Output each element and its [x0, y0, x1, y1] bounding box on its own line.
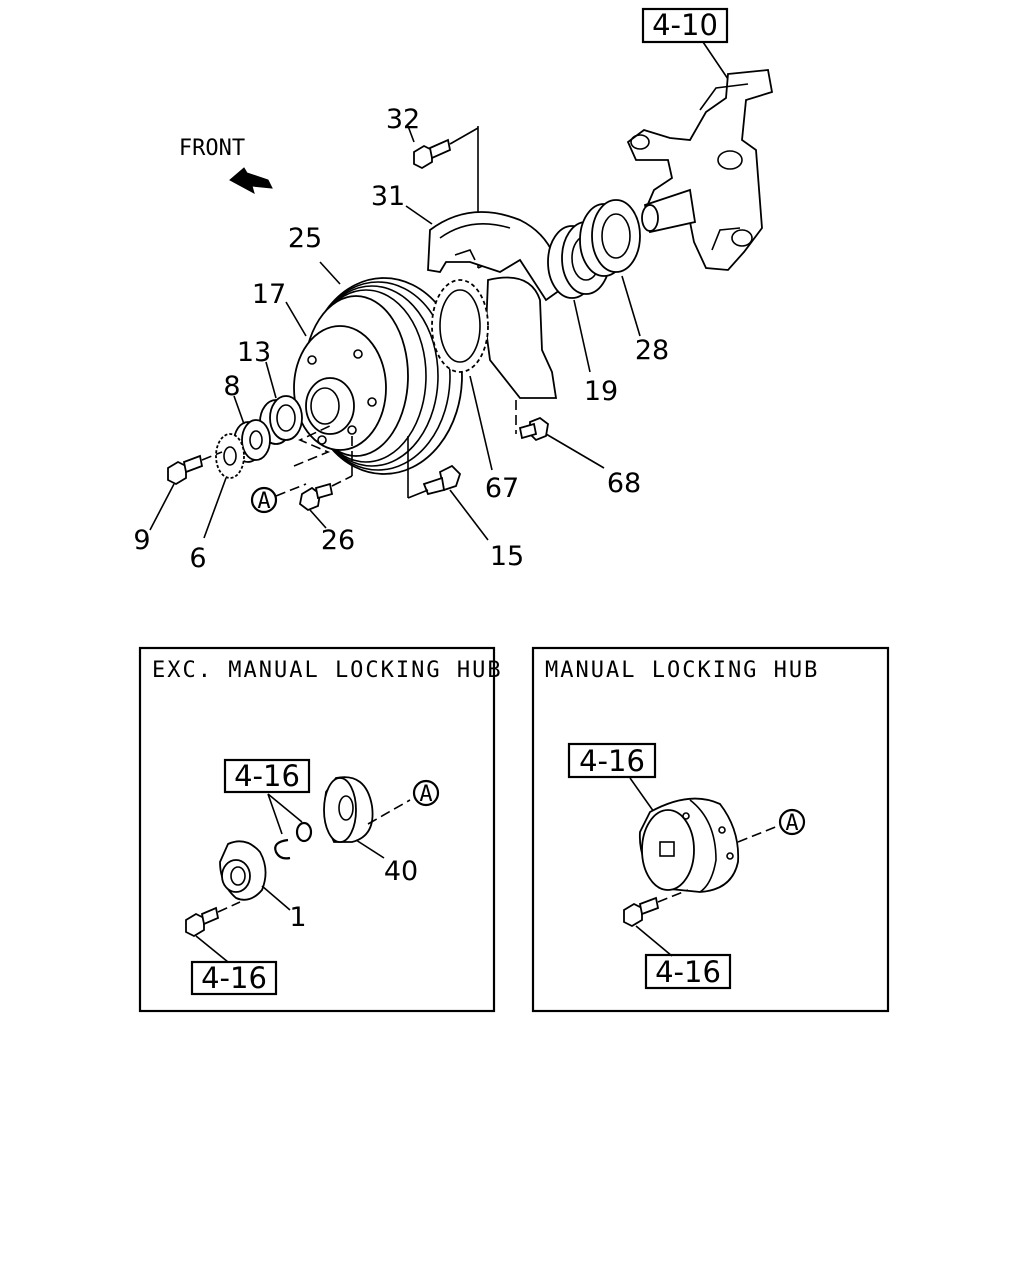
- bolt-68: [518, 416, 549, 442]
- label-8: 8: [223, 371, 240, 402]
- flange-6: [215, 433, 245, 479]
- label-26: 26: [321, 525, 355, 556]
- tone-ring-67: [431, 279, 489, 373]
- bolt-26: [299, 482, 334, 512]
- front-arrow-icon: [229, 167, 273, 195]
- label-68: 68: [607, 468, 641, 499]
- label-40: 40: [384, 856, 418, 887]
- steering-knuckle: [626, 69, 774, 271]
- hub-bolt-15: [422, 464, 462, 496]
- svg-text:4-16: 4-16: [234, 759, 300, 793]
- bolt-9: [167, 454, 204, 486]
- front-label: FRONT: [179, 136, 245, 161]
- panel-manual-locking-hub: MANUAL LOCKING HUB 4-16 A: [531, 646, 890, 1013]
- label-13: 13: [237, 337, 271, 368]
- svg-text:4-16: 4-16: [655, 955, 721, 989]
- label-31: 31: [371, 181, 405, 212]
- svg-text:4-16: 4-16: [579, 744, 645, 778]
- manual-bolt: [623, 896, 660, 928]
- label-19: 19: [584, 376, 618, 407]
- label-28: 28: [635, 335, 669, 366]
- panel-exc-manual-locking-hub: EXC. MANUAL LOCKING HUB 4-16 A 40: [138, 646, 503, 1013]
- dust-shield-31: [427, 211, 561, 399]
- hub-1: [219, 840, 267, 901]
- ref-box-knuckle[interactable]: 4-10: [641, 7, 729, 44]
- panel-exc-title: EXC. MANUAL LOCKING HUB: [152, 658, 503, 683]
- washer: [295, 821, 313, 843]
- label-17: 17: [252, 279, 286, 310]
- label-15: 15: [490, 541, 524, 572]
- label-9: 9: [133, 525, 150, 556]
- label-1: 1: [289, 902, 306, 933]
- snap-ring: [274, 838, 291, 860]
- svg-text:A: A: [419, 782, 432, 807]
- ref-box-manual-bolt[interactable]: 4-16: [644, 953, 732, 990]
- label-25: 25: [288, 223, 322, 254]
- callout-a-exc[interactable]: A: [412, 779, 440, 807]
- ref-box-manual-hub[interactable]: 4-16: [567, 742, 657, 779]
- label-6: 6: [189, 543, 206, 574]
- callout-a-manual[interactable]: A: [778, 808, 806, 836]
- exc-bolt: [185, 906, 220, 938]
- callout-a-main[interactable]: A: [250, 486, 278, 514]
- label-32: 32: [386, 104, 420, 135]
- bearing-28: [579, 199, 641, 277]
- svg-text:4-16: 4-16: [201, 961, 267, 995]
- label-67: 67: [485, 473, 519, 504]
- ref-box-exc-bolt[interactable]: 4-16: [190, 960, 278, 996]
- ref-label-knuckle: 4-10: [652, 8, 718, 42]
- manual-locking-hub: [638, 797, 740, 893]
- ref-box-exc-washer[interactable]: 4-16: [223, 758, 311, 794]
- panel-manual-title: MANUAL LOCKING HUB: [545, 658, 819, 683]
- bolt-32: [413, 138, 452, 170]
- svg-text:A: A: [785, 811, 798, 836]
- drive-flange-40: [323, 776, 374, 843]
- svg-text:A: A: [257, 489, 270, 514]
- hub-17: [293, 325, 387, 451]
